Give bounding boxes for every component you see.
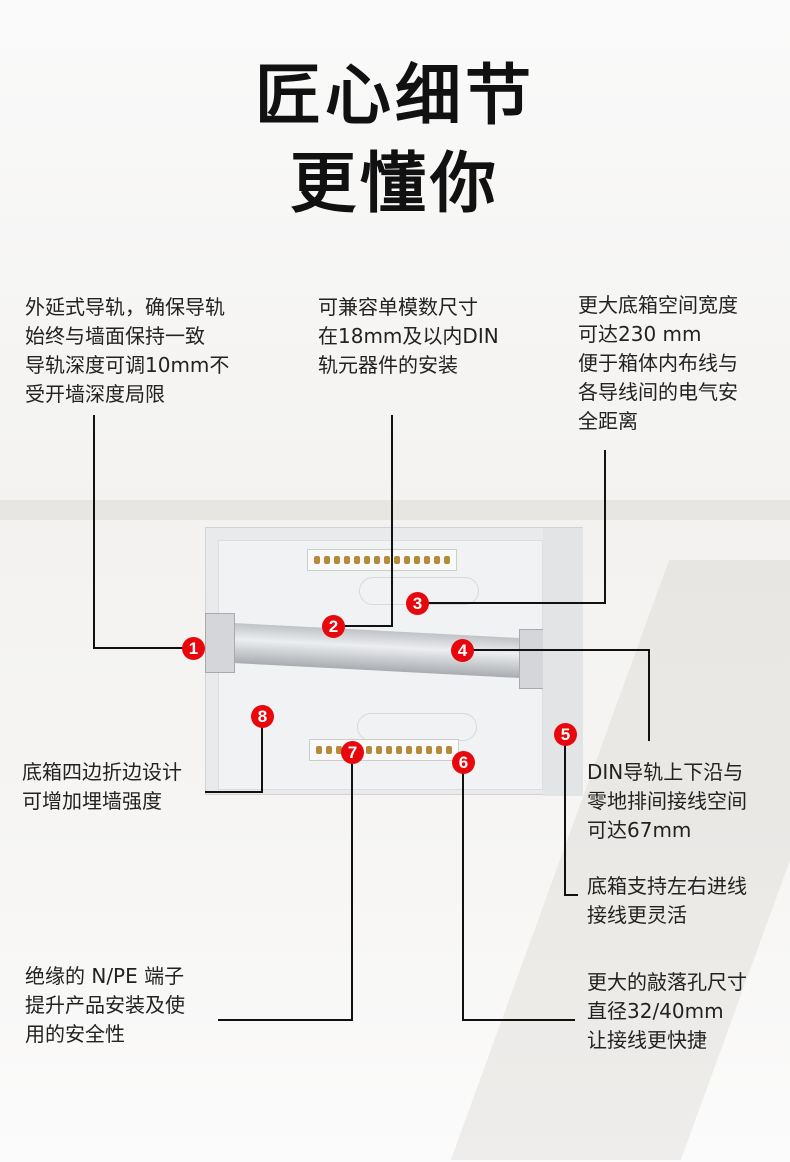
- callout-8-text: 底箱四边折边设计可增加埋墙强度: [22, 760, 182, 813]
- distribution-box-image: [205, 527, 583, 796]
- marker-1: 1: [182, 637, 205, 660]
- leader-line-1: [93, 647, 185, 649]
- leader-line-8: [261, 726, 263, 793]
- leader-line-6: [462, 1019, 575, 1021]
- leader-line-5: [564, 894, 578, 896]
- slot: [357, 713, 477, 741]
- leader-line-3: [427, 602, 606, 604]
- marker-2: 2: [322, 615, 345, 638]
- leader-line-8: [205, 791, 263, 793]
- leader-line-6: [462, 772, 464, 1021]
- background-wall: [0, 500, 790, 520]
- rail-bracket-left: [205, 613, 235, 673]
- marker-3: 3: [406, 592, 429, 615]
- din-rail: [216, 622, 556, 680]
- leader-line-3: [604, 450, 606, 604]
- marker-8: 8: [251, 705, 274, 728]
- callout-7-text: 绝缘的 N/PE 端子提升产品安装及使用的安全性: [25, 964, 185, 1046]
- box-interior: [205, 540, 556, 790]
- leader-line-1: [93, 415, 95, 649]
- marker-6: 6: [452, 751, 475, 774]
- leader-line-7: [218, 1019, 353, 1021]
- bottom-terminal-bar: [309, 739, 459, 761]
- leader-line-5: [564, 744, 566, 896]
- marker-4: 4: [451, 639, 474, 662]
- callout-5-text: 底箱支持左右进线接线更灵活: [587, 874, 747, 927]
- marker-5: 5: [554, 723, 577, 746]
- leader-line-2: [343, 625, 393, 627]
- marker-7: 7: [341, 741, 364, 764]
- callout-1-text: 外延式导轨，确保导轨始终与墙面保持一致导轨深度可调10mm不受开墙深度局限: [25, 295, 230, 406]
- callout-4-text: DIN导轨上下沿与零地排间接线空间可达67mm: [587, 760, 747, 842]
- box-side: [543, 528, 583, 796]
- leader-line-4: [472, 649, 650, 651]
- title-line2: 更懂你: [290, 145, 500, 222]
- top-terminal-bar: [307, 549, 457, 571]
- leader-line-2: [391, 415, 393, 627]
- leader-line-7: [351, 762, 353, 1021]
- title-line1: 匠心细节: [255, 57, 535, 134]
- leader-line-4: [648, 649, 650, 741]
